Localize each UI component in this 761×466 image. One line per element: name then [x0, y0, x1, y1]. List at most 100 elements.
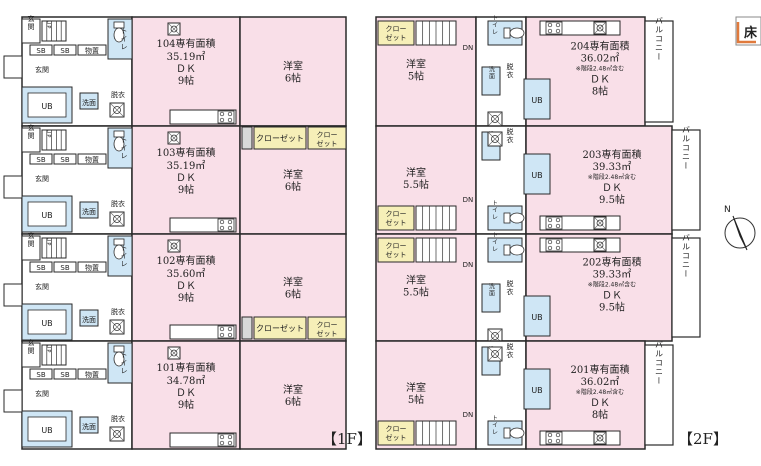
unit-area: 34.78㎡	[167, 375, 206, 387]
closet	[377, 205, 415, 231]
stove-icon	[545, 21, 563, 35]
shoebox-1	[29, 44, 53, 56]
bath-room	[523, 78, 551, 120]
toilet-icon	[503, 244, 525, 256]
compass-icon: N	[724, 205, 756, 251]
shoebox-label: SB	[60, 47, 69, 55]
toilet-label: トイレ	[120, 27, 128, 51]
stairs	[41, 20, 67, 42]
shoebox-1	[29, 368, 53, 380]
up-label: UP	[45, 238, 51, 247]
stair-note: ※階段2.48㎡含む	[576, 65, 624, 73]
dressing-label: 脱衣	[506, 62, 514, 79]
storage	[77, 368, 107, 380]
stove-icon	[545, 431, 563, 445]
room-label: 洋室	[406, 274, 426, 287]
washroom	[481, 283, 501, 313]
bath-label: UB	[531, 313, 542, 322]
storage-label: 物置	[85, 370, 99, 379]
storage	[77, 153, 107, 165]
legend-tag: 床	[735, 16, 761, 46]
exterior-step	[3, 175, 23, 199]
western-room	[239, 16, 347, 127]
shoebox-label: SB	[36, 371, 45, 379]
balcony-label: バルコニー	[655, 341, 664, 386]
washroom	[481, 66, 501, 96]
room-label: 洋室	[406, 166, 426, 179]
unit-area-title: 203専有面積	[582, 148, 641, 161]
unit-area-title: 204専有面積	[570, 40, 629, 53]
entrance-label: 玄関	[27, 123, 35, 140]
entrance-label: 玄関	[35, 65, 49, 74]
balcony	[644, 20, 674, 123]
dressing-label: 脱衣	[506, 279, 514, 296]
legend-char: 床	[744, 25, 758, 41]
fixture-icon	[593, 216, 607, 230]
shoebox-label: SB	[60, 264, 69, 272]
room-size: 5帖	[408, 393, 424, 406]
toilet-icon	[113, 345, 125, 367]
dk-label: ＤＫ	[602, 291, 622, 302]
stairs	[415, 237, 457, 263]
fixture-icon	[167, 22, 181, 36]
balcony	[671, 237, 701, 338]
fixture-icon	[167, 346, 181, 360]
dk-label: ＤＫ	[590, 398, 610, 409]
bath-label: UB	[41, 102, 52, 111]
closet-103: クローゼットクローゼット	[241, 126, 347, 150]
dk-label: ＤＫ	[176, 64, 196, 75]
room-size: 5帖	[408, 70, 424, 83]
bath-label: UB	[531, 386, 542, 395]
dk-label: ＤＫ	[176, 173, 196, 184]
compass-n: N	[724, 205, 731, 215]
bath-room	[523, 153, 551, 195]
shoebox-label: SB	[60, 371, 69, 379]
washroom	[79, 309, 99, 327]
bath-room	[523, 368, 551, 410]
toilet-icon	[503, 427, 525, 439]
shoebox-2	[53, 368, 77, 380]
dressing-label: 脱衣	[506, 127, 514, 144]
toilet-icon	[503, 27, 525, 39]
washroom	[79, 201, 99, 219]
toilet-label: トイレ	[120, 244, 128, 268]
balcony	[644, 344, 674, 446]
dk-size: 9帖	[178, 74, 194, 87]
washroom-label: 洗面	[82, 422, 96, 431]
shoebox-2	[53, 44, 77, 56]
entrance-label: 玄関	[27, 338, 35, 355]
washroom	[79, 416, 99, 434]
unit-area-title: 202専有面積	[582, 256, 641, 269]
toilet-label: トイレ	[491, 200, 498, 221]
storage	[77, 44, 107, 56]
dk-label: ＤＫ	[176, 388, 196, 399]
room-size: 6帖	[285, 72, 301, 85]
storage-label: 物置	[85, 155, 99, 164]
washroom	[79, 92, 99, 110]
toilet-icon	[113, 130, 125, 152]
unit-202: バルコニークローゼットDNトイレ洗面脱衣UB洋室5.5帖202専有面積39.33…	[375, 232, 701, 344]
unit-area-title: 103専有面積	[156, 146, 215, 159]
exterior-step	[3, 55, 23, 79]
shoebox-label: SB	[36, 156, 45, 164]
unit-area: 35.60㎡	[167, 268, 206, 280]
up-label: UP	[45, 21, 51, 30]
dressing-label: 脱衣	[111, 307, 125, 316]
entrance	[21, 18, 41, 44]
unit-area: 36.02㎡	[581, 376, 620, 388]
fixture-icon	[109, 319, 125, 335]
stove-icon	[545, 216, 563, 230]
dressing-label: 脱衣	[506, 342, 514, 359]
stairs	[41, 344, 67, 366]
stove-icon	[217, 433, 235, 447]
closet-label: クロー	[386, 425, 407, 433]
up-label: UP	[45, 130, 51, 139]
unit-area-title: 102専有面積	[156, 254, 215, 267]
dk-size: 9.5帖	[599, 301, 625, 314]
bath-label: UB	[41, 426, 52, 435]
stove-icon	[217, 325, 235, 339]
dk-size: 9帖	[178, 291, 194, 304]
stair-note: ※階段2.48㎡含む	[588, 173, 636, 181]
